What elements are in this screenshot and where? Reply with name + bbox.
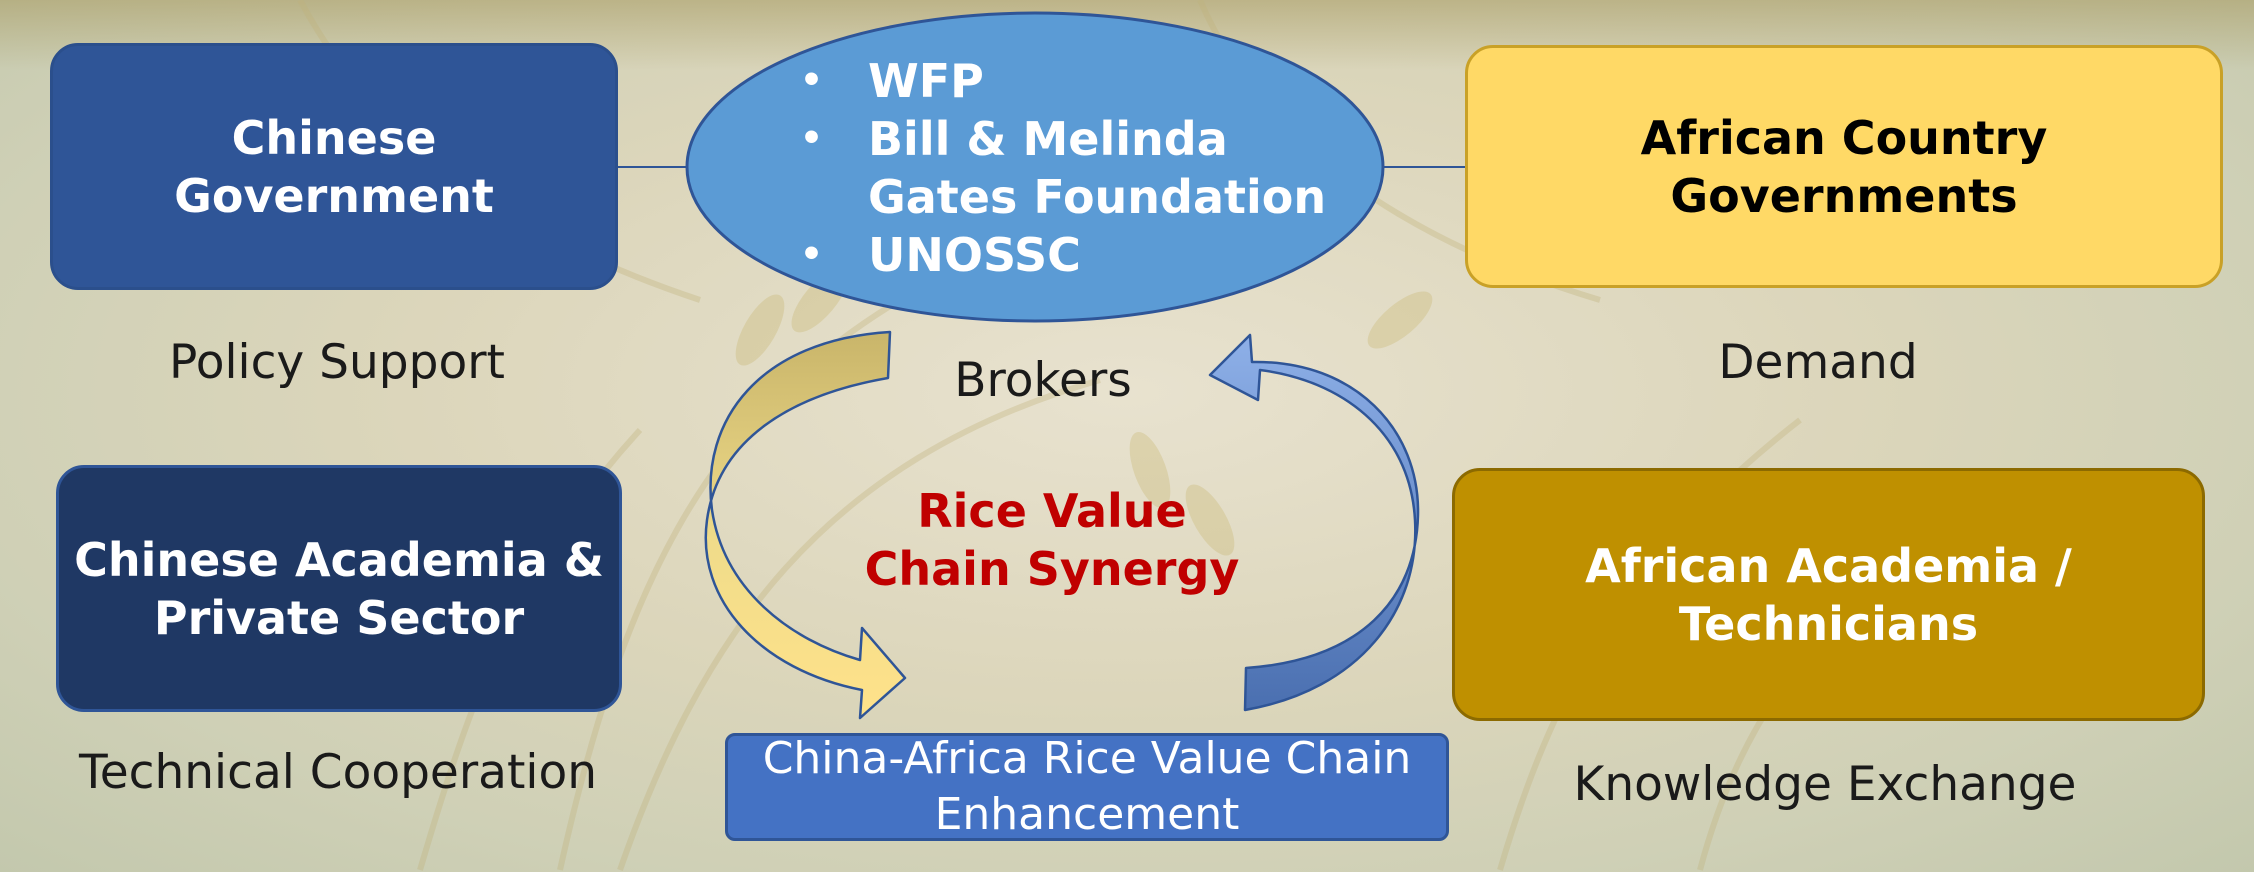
african-governments-label: African Country Governments — [1640, 110, 2048, 223]
african-governments-box: African Country Governments — [1465, 45, 2223, 288]
policy-support-caption: Policy Support — [169, 335, 505, 390]
brokers-list: WFP Bill & Melinda Gates Foundation UNOS… — [800, 52, 1326, 284]
synergy-title: Rice Value Chain Synergy — [864, 484, 1240, 596]
broker-item: WFP — [800, 52, 1326, 110]
african-academia-label: African Academia / Technicians — [1585, 538, 2072, 651]
broker-item: Bill & Melinda Gates Foundation — [800, 110, 1326, 226]
african-academia-box: African Academia / Technicians — [1452, 468, 2205, 721]
broker-item: UNOSSC — [800, 226, 1326, 284]
chinese-academia-box: Chinese Academia & Private Sector — [56, 465, 622, 712]
value-chain-enhancement-box: China-Africa Rice Value Chain Enhancemen… — [725, 733, 1449, 841]
technical-cooperation-caption: Technical Cooperation — [79, 745, 597, 800]
chinese-academia-label: Chinese Academia & Private Sector — [74, 532, 604, 645]
knowledge-exchange-caption: Knowledge Exchange — [1573, 757, 2077, 812]
brokers-caption: Brokers — [954, 353, 1132, 408]
chinese-government-box: Chinese Government — [50, 43, 618, 290]
chinese-government-label: Chinese Government — [174, 110, 494, 223]
curved-arrow-down-icon — [704, 330, 907, 720]
value-chain-enhancement-label: China-Africa Rice Value Chain Enhancemen… — [762, 733, 1412, 840]
demand-caption: Demand — [1718, 335, 1918, 390]
curved-arrow-up-icon — [1208, 333, 1420, 712]
